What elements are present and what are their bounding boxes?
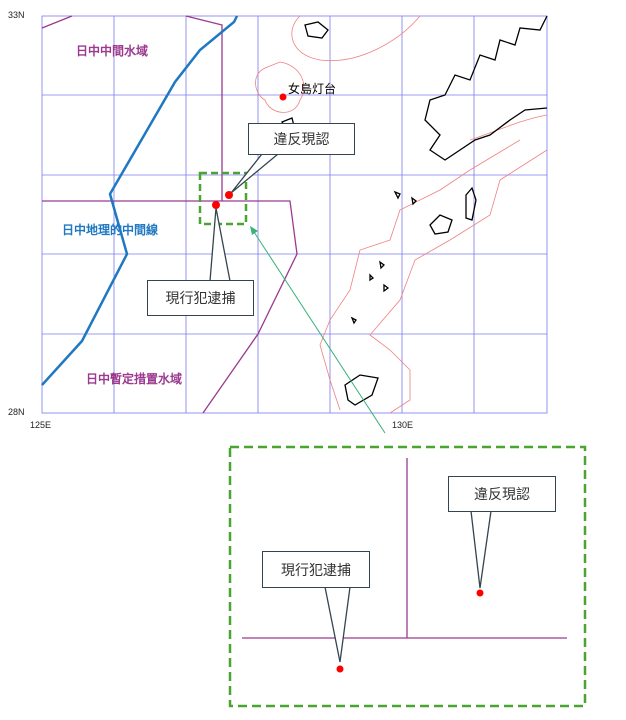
zone-label-middle: 日中中間水域	[76, 44, 149, 58]
arrow-head	[250, 226, 258, 235]
violation-callout: 違反現認	[248, 123, 355, 155]
median-line-label: 日中地理的中間線	[62, 223, 159, 237]
inset-violation-point	[476, 589, 484, 597]
inset-arrest-callout: 現行犯逮捕	[262, 551, 370, 588]
inset-violation-callout: 違反現認	[448, 476, 556, 512]
arrest-point	[212, 201, 220, 209]
lat-label-28n: 28N	[8, 407, 25, 417]
arrest-callout: 現行犯逮捕	[147, 280, 254, 316]
coastline	[281, 15, 548, 406]
zone-label-provisional: 日中暫定措置水域	[86, 372, 183, 386]
lighthouse-point	[279, 93, 287, 101]
fishery-zone-boundary	[41, 15, 298, 414]
inset-arrest-point	[336, 665, 344, 673]
median-line	[41, 15, 239, 386]
violation-point	[225, 191, 233, 199]
zoom-arrow	[253, 231, 386, 434]
lighthouse-label: 女島灯台	[288, 82, 337, 96]
lon-label-130e: 130E	[392, 420, 414, 430]
graticule	[41, 15, 548, 414]
lat-label-33n: 33N	[8, 10, 25, 20]
highlight-box	[198, 171, 248, 226]
lon-label-125e: 125E	[30, 420, 52, 430]
territorial-sea-contours	[255, 15, 548, 414]
inset-box	[228, 445, 587, 708]
